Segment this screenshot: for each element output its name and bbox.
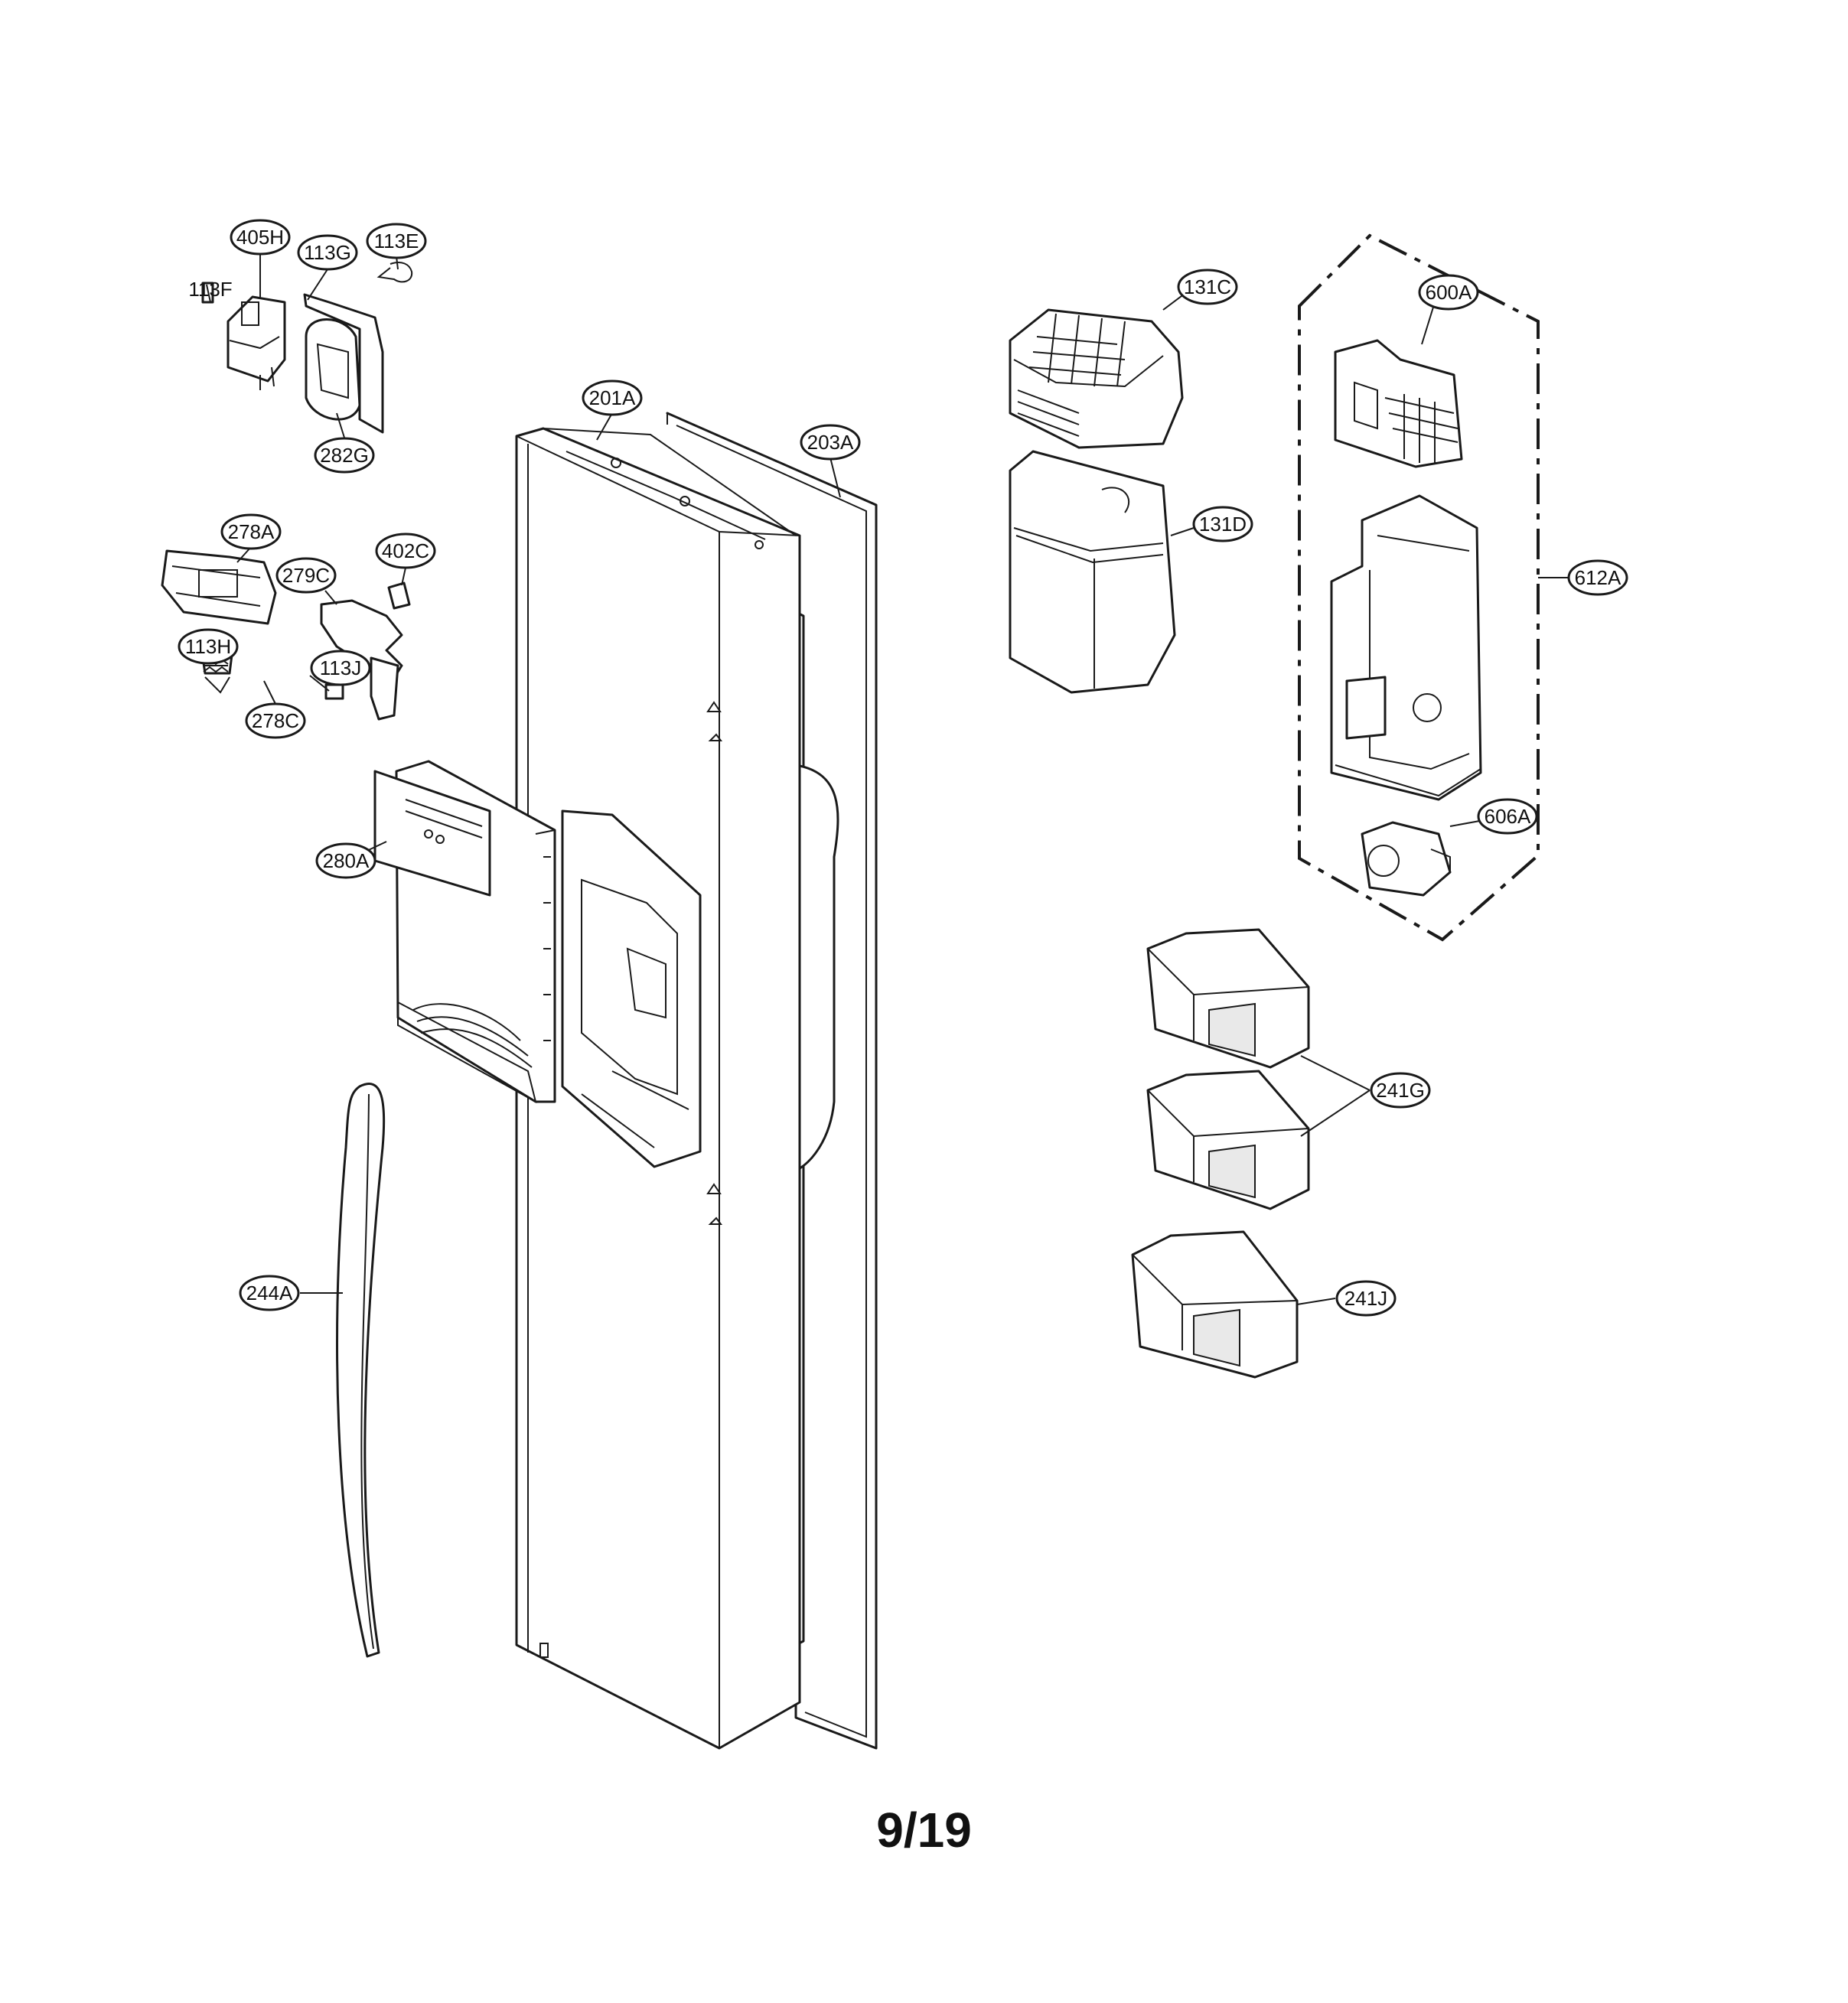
callout-113f: 113F	[188, 278, 232, 301]
svg-text:203A: 203A	[807, 431, 854, 454]
callout-606a: 606A	[1477, 798, 1538, 835]
svg-text:405H: 405H	[236, 226, 284, 249]
callout-203a: 203A	[800, 424, 861, 461]
callout-612a: 612A	[1567, 559, 1628, 596]
svg-text:280A: 280A	[323, 849, 370, 872]
dispenser-front	[373, 760, 556, 1103]
door-bin-middle	[1146, 1070, 1310, 1210]
callout-282g: 282G	[314, 437, 375, 474]
svg-text:600A: 600A	[1426, 281, 1472, 304]
callout-244a: 244A	[239, 1275, 300, 1311]
svg-text:612A: 612A	[1575, 566, 1621, 589]
assembly-outline	[1298, 233, 1540, 942]
leader-lines	[206, 252, 1569, 1305]
callout-402c: 402C	[375, 533, 436, 569]
svg-text:131D: 131D	[1199, 513, 1247, 536]
svg-text:131C: 131C	[1184, 275, 1231, 298]
icemaker-housing	[1330, 494, 1482, 801]
door-bin-bottom	[1131, 1230, 1299, 1379]
callout-279c: 279C	[275, 557, 337, 594]
svg-text:606A: 606A	[1485, 805, 1531, 828]
actuator-assembly	[201, 262, 413, 434]
ice-bin	[1009, 450, 1176, 694]
callout-113e: 113E	[366, 223, 427, 259]
callout-278a: 278A	[220, 513, 282, 550]
svg-text:201A: 201A	[589, 386, 636, 409]
callout-201a: 201A	[582, 379, 643, 416]
svg-text:402C: 402C	[382, 539, 429, 562]
callout-278c: 278C	[245, 702, 306, 739]
svg-text:278A: 278A	[228, 520, 275, 543]
callout-600a: 600A	[1418, 274, 1479, 311]
svg-text:279C: 279C	[282, 564, 330, 587]
svg-text:244A: 244A	[246, 1282, 293, 1304]
svg-text:113E: 113E	[374, 230, 419, 252]
callout-113h: 113H	[178, 628, 239, 665]
callout-113j: 113J	[310, 650, 371, 686]
door-liner	[794, 611, 839, 1646]
dispenser-cavity	[561, 809, 702, 1168]
auger-motor	[1361, 821, 1452, 897]
svg-text:113G: 113G	[304, 241, 351, 264]
svg-text:113F: 113F	[188, 278, 232, 301]
svg-text:241J: 241J	[1344, 1287, 1387, 1310]
door-bin-top	[1146, 928, 1310, 1069]
svg-text:113H: 113H	[185, 635, 231, 658]
icemaker-module	[1334, 339, 1463, 468]
callout-405h: 405H	[230, 219, 291, 256]
svg-text:113J: 113J	[320, 656, 361, 679]
page-number: 9/19	[876, 1803, 972, 1858]
ice-bin-cover	[1009, 308, 1184, 449]
door-handle	[336, 1083, 386, 1658]
svg-text:241G: 241G	[1376, 1079, 1425, 1102]
callout-131d: 131D	[1192, 506, 1253, 542]
callout-131c: 131C	[1177, 269, 1238, 305]
svg-text:278C: 278C	[252, 709, 299, 732]
svg-text:282G: 282G	[320, 444, 369, 467]
callout-280a: 280A	[315, 842, 376, 879]
callout-241j: 241J	[1335, 1280, 1397, 1317]
callout-241g: 241G	[1370, 1072, 1431, 1109]
callout-113g: 113G	[297, 234, 358, 271]
